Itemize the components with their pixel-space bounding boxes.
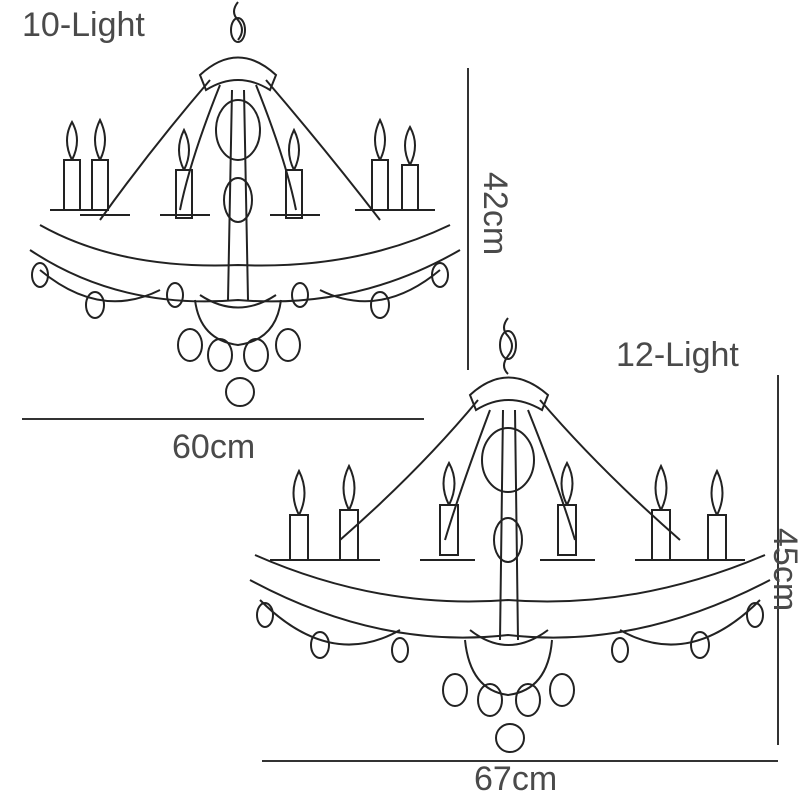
product-label-12-light: 12-Light [616, 336, 739, 374]
dimension-line-67-width [262, 760, 778, 762]
dimension-line-42-height [467, 68, 469, 370]
height-label-45: 45cm [766, 528, 800, 612]
width-label-67: 67cm [474, 760, 558, 798]
chandelier-10-light-icon [29, 1, 461, 407]
product-label-10-light: 10-Light [22, 6, 145, 44]
height-label-42: 42cm [476, 172, 514, 256]
dimension-line-45-height [777, 375, 779, 745]
dimension-line-60-width [22, 418, 424, 420]
width-label-60: 60cm [172, 428, 256, 466]
chandelier-12-light-icon [249, 317, 771, 753]
